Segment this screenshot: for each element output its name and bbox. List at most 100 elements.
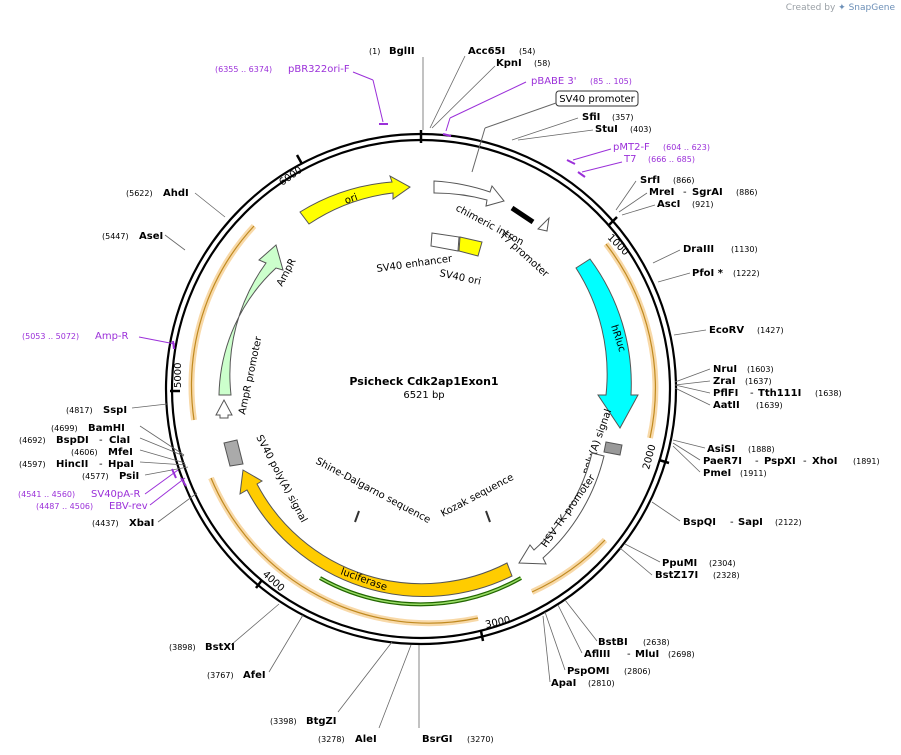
site-mlui[interactable]: MluI [635,649,659,660]
sv40-polya-feature[interactable] [223,439,244,467]
site-pos: (3767) [207,671,234,680]
primer-t7[interactable]: T7 [623,154,636,165]
svg-text:-: - [683,187,687,198]
site-asei[interactable]: AseI [139,231,163,242]
site-pos: (5622) [126,189,153,198]
site-afei[interactable]: AfeI [243,670,266,681]
site-pos: (2122) [775,518,802,527]
site-sspi[interactable]: SspI [103,405,127,416]
site-pos: (54) [519,47,535,56]
snapgene-credit: Created by ✦ SnapGene [786,3,895,13]
site-leader-lines [131,55,711,729]
primer-labels: (6355 .. 6374) pBR322ori-F pBABE 3' (85 … [18,64,710,512]
hsv-tk-promoter-feature[interactable] [518,452,605,565]
site-bspqi[interactable]: BspQI [683,517,716,528]
hrluc-feature[interactable] [575,258,639,429]
site-nrui[interactable]: NruI [713,364,737,375]
site-ecorv[interactable]: EcoRV [709,325,744,336]
site-pflfi[interactable]: PflFI [713,388,738,399]
primer-pbr322ori-f[interactable]: pBR322ori-F [288,64,350,75]
site-afliii[interactable]: AflIII [584,649,610,660]
site-aatii[interactable]: AatII [713,400,740,411]
ampr-promoter-feature[interactable] [215,398,233,419]
site-kpni[interactable]: KpnI [496,58,522,69]
primer-amp-r[interactable]: Amp-R [95,331,129,342]
shine-dalgarno-bar [354,510,360,523]
site-sfii[interactable]: SfiI [582,112,600,123]
site-sapi[interactable]: SapI [738,517,763,528]
site-bamhi[interactable]: BamHI [88,423,125,434]
site-mrei[interactable]: MreI [649,187,674,198]
site-acc65i[interactable]: Acc65I [468,46,505,57]
site-pfoi[interactable]: PfoI * [692,268,724,279]
site-asisi[interactable]: AsiSI [707,444,735,455]
site-pspxi[interactable]: PspXI [764,456,796,467]
snapgene-logo-icon: ✦ [838,3,846,13]
ori-label: ori [343,192,359,207]
site-pos: (1888) [748,445,775,454]
primer-ebv-rev[interactable]: EBV-rev [109,501,148,512]
site-ahdi[interactable]: AhdI [163,188,189,199]
luciferase-feature[interactable] [239,469,513,597]
plasmid-name: Psicheck Cdk2ap1Exon1 [349,375,498,388]
ampr-promoter-label: AmpR promoter [237,335,264,416]
svg-text:-: - [750,388,754,399]
site-bspdi[interactable]: BspDI [56,435,89,446]
site-apai[interactable]: ApaI [551,678,576,689]
site-sgrai[interactable]: SgrAI [692,187,723,198]
site-pos: (1222) [733,269,760,278]
t7-promoter-bar [510,205,535,225]
site-pos: (4597) [19,460,46,469]
sv40-ori-label: SV40 ori [438,268,481,288]
credit-prefix: Created by [785,3,836,13]
site-pspomi[interactable]: PspOMI [567,666,609,677]
primer-pmt2-f[interactable]: pMT2-F [613,142,650,153]
site-bglii[interactable]: BglII [389,46,415,57]
site-stui[interactable]: StuI [595,124,618,135]
svg-text:-: - [730,517,734,528]
site-alei[interactable]: AleI [355,734,377,745]
site-btgzi[interactable]: BtgZI [306,716,337,727]
site-bsrgi[interactable]: BsrGI [422,734,452,745]
site-bstxi[interactable]: BstXI [205,642,235,653]
svg-text:-: - [99,459,103,470]
site-pos: (403) [630,125,652,134]
site-pos: (4692) [19,436,46,445]
plasmid-length: 6521 bp [403,390,444,401]
site-pos: (1638) [815,389,842,398]
sv40-ori-feature[interactable] [458,236,483,257]
site-zrai[interactable]: ZraI [713,376,736,387]
primer-range: (4541 .. 4560) [18,490,75,499]
site-hincii[interactable]: HincII [56,459,88,470]
primer-sv40pa-r[interactable]: SV40pA-R [91,489,140,500]
site-pos: (1) [369,47,380,56]
site-tth111i[interactable]: Tth111I [758,388,801,399]
site-paer7i[interactable]: PaeR7I [703,456,742,467]
chimeric-intron-feature[interactable] [433,180,505,207]
primer-range: (604 .. 623) [663,143,710,152]
site-pos: (2328) [713,571,740,580]
primer-pbabe3[interactable]: pBABE 3' [531,76,577,87]
site-xbai[interactable]: XbaI [129,518,154,529]
ori-feature[interactable] [299,174,411,225]
ampr-feature[interactable] [218,244,284,396]
site-pmei[interactable]: PmeI [703,468,731,479]
site-bstbi[interactable]: BstBI [598,637,628,648]
polya-signal-feature[interactable] [603,441,623,456]
site-clai[interactable]: ClaI [109,435,130,446]
sv40-enhancer-feature[interactable] [430,232,460,252]
site-asci[interactable]: AscI [657,199,680,210]
site-psii[interactable]: PsiI [119,471,139,482]
site-draiii[interactable]: DraIII [683,244,714,255]
site-xhoi[interactable]: XhoI [812,456,837,467]
t7-promoter-arrow[interactable] [537,216,550,232]
sv40-promoter-leader-2 [471,127,486,173]
site-bstz17i[interactable]: BstZ17I [655,570,698,581]
site-ppumi[interactable]: PpuMI [662,558,697,569]
site-pos: (4699) [51,424,78,433]
svg-text:-: - [803,456,807,467]
site-mfei[interactable]: MfeI [108,447,133,458]
site-hpai[interactable]: HpaI [108,459,134,470]
site-srfi[interactable]: SrfI [640,175,660,186]
